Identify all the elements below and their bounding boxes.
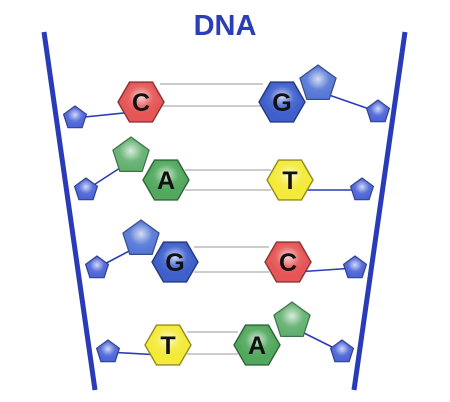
base-right-G: G	[258, 81, 306, 123]
base-left-T: T	[144, 324, 192, 366]
phosphate-icon	[84, 255, 110, 279]
base-left-G-label: G	[165, 249, 184, 277]
phosphate-icon	[365, 99, 391, 123]
phosphate-icon	[95, 339, 121, 363]
base-right-A: A	[233, 324, 281, 366]
sugar-icon	[299, 64, 337, 101]
base-right-C-label: C	[279, 249, 297, 277]
sugar-icon	[122, 219, 160, 255]
phosphate-icon	[62, 105, 88, 129]
base-left-G: G	[151, 241, 199, 283]
base-right-C: C	[264, 241, 312, 283]
base-right-T-label: T	[282, 167, 297, 195]
base-right-G-label: G	[272, 89, 291, 117]
phosphate-icon	[73, 177, 99, 201]
phosphate-icon	[349, 177, 375, 201]
base-left-A: A	[142, 159, 190, 201]
right-backbone	[351, 31, 408, 391]
diagram-title: DNA	[193, 10, 257, 42]
sugar-icon	[112, 136, 150, 172]
left-backbone	[41, 31, 98, 391]
sugar-icon	[273, 301, 311, 337]
base-left-A-label: A	[157, 167, 175, 195]
phosphate-icon	[329, 339, 355, 363]
phosphate-icon	[342, 255, 368, 279]
base-right-A-label: A	[248, 332, 266, 360]
base-left-C: C	[117, 81, 165, 123]
base-left-C-label: C	[132, 89, 150, 117]
base-left-T-label: T	[160, 332, 175, 360]
base-right-T: T	[266, 159, 314, 201]
